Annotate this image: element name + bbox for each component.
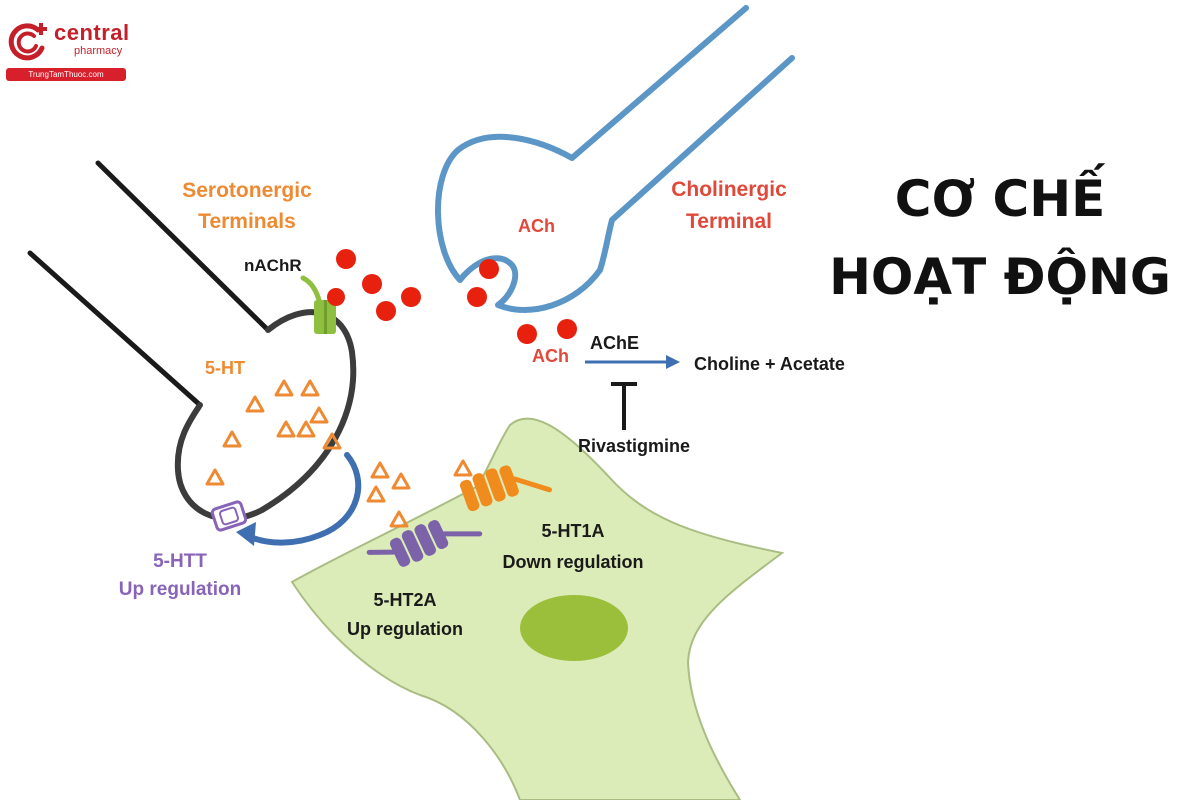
ht1a-label-1: 5-HT1A <box>541 521 604 541</box>
title-line-2: HOẠT ĐỘNG <box>829 248 1171 306</box>
cholinergic-terminal <box>435 5 795 313</box>
reuptake-arrowhead <box>236 522 256 546</box>
page-title: CƠ CHẾ HOẠT ĐỘNG <box>800 160 1200 316</box>
serotonergic-axon-1 <box>95 160 271 333</box>
title-line-1: CƠ CHẾ <box>894 170 1106 228</box>
serotonergic-bouton <box>174 309 357 522</box>
5-htt-transporter <box>210 500 248 532</box>
brand-website[interactable]: TrungTamThuoc.com <box>6 68 126 81</box>
serotonergic-axon-2 <box>27 250 203 408</box>
5-ht-molecules <box>205 379 473 528</box>
ache-arrowhead <box>666 355 680 369</box>
htt-label-1: 5-HTT <box>153 551 207 572</box>
5-ht2a-receptor <box>366 520 483 567</box>
ach-inside-label: ACh <box>518 216 555 236</box>
serotonergic-label-2: Terminals <box>198 210 296 233</box>
cholinergic-label-2: Terminal <box>686 210 772 233</box>
products-label: Choline + Acetate <box>694 354 845 374</box>
reuptake-arrow <box>245 452 362 546</box>
ht2a-label-1: 5-HT2A <box>373 590 436 610</box>
pharmacy-logo-icon <box>8 23 47 61</box>
rivastigmine-label: Rivastigmine <box>578 436 690 456</box>
brand-name: central <box>54 20 130 45</box>
5-ht1a-receptor <box>459 465 553 512</box>
ht1a-label-2: Down regulation <box>503 552 644 572</box>
ach-cleft-label: ACh <box>532 346 569 366</box>
brand-subtitle: pharmacy <box>74 45 123 57</box>
ht2a-label-2: Up regulation <box>347 619 463 639</box>
ach-molecules <box>327 249 577 344</box>
five-ht-label: 5-HT <box>205 358 245 378</box>
cholinergic-label-1: Cholinergic <box>671 178 787 201</box>
nachr-label: nAChR <box>244 256 302 275</box>
htt-label-2: Up regulation <box>119 579 241 600</box>
nachr-receptor <box>300 275 336 334</box>
brand-logo[interactable]: central pharmacy TrungTamThuoc.com <box>6 18 132 82</box>
cell-nucleus <box>520 595 628 661</box>
ache-label: AChE <box>590 333 639 353</box>
serotonergic-label-1: Serotonergic <box>182 179 312 202</box>
